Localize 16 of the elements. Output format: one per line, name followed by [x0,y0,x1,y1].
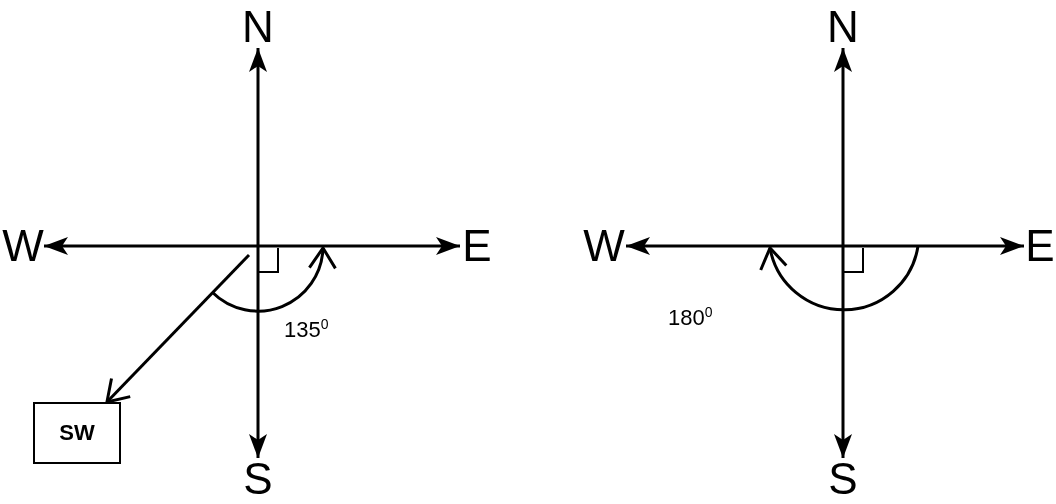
arrow [626,237,1024,255]
direction-label: W [2,225,44,267]
arrow [249,48,267,458]
angle-label: 180$^{0}$ [668,304,713,332]
direction-label: E [1024,225,1056,267]
label-box: SW [33,402,121,464]
direction-label: N [825,6,861,48]
arrow [105,253,251,404]
direction-label: W [582,225,626,267]
direction-label: E [460,225,494,267]
arrow [834,48,852,458]
angle-label: 135$^{0}$ [284,316,329,344]
direction-label: S [825,458,861,500]
direction-label: S [240,458,276,500]
arrow [44,237,460,255]
direction-label: N [240,6,276,48]
